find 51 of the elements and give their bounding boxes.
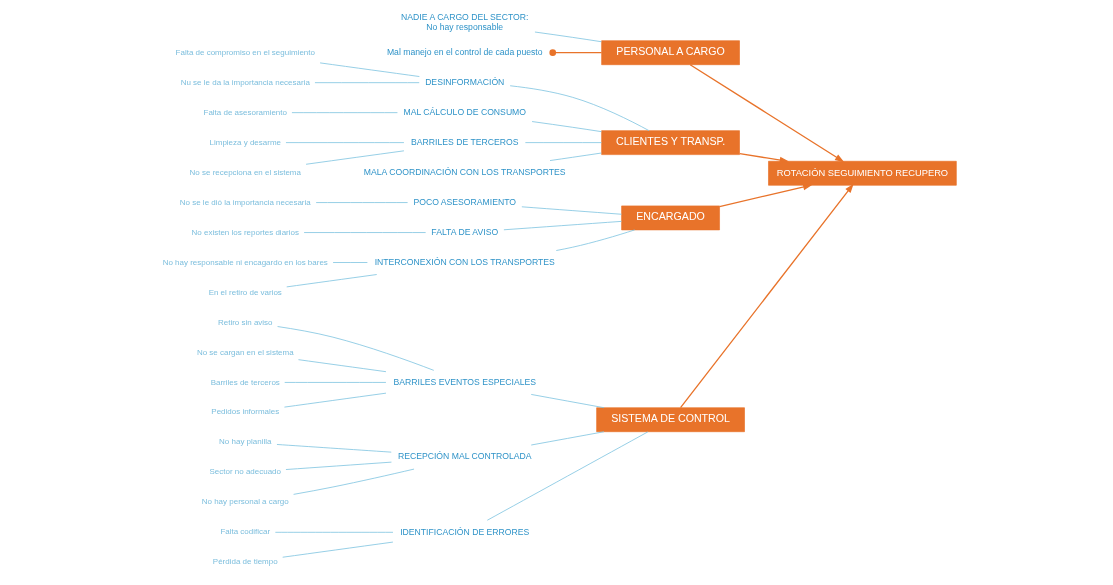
connector — [291, 112, 398, 114]
arrow — [738, 152, 789, 164]
node-text: BARRILES EVENTOS ESPECIALES — [393, 376, 536, 387]
node-text: MALA COORDINACIÓN CON LOS TRANSPORTES — [363, 166, 566, 177]
connector — [332, 262, 368, 263]
arrow — [679, 183, 854, 409]
connector — [276, 444, 392, 453]
connector — [520, 206, 622, 215]
connector — [319, 62, 420, 77]
node-box: ENCARGADO — [620, 205, 720, 231]
connector — [502, 220, 622, 231]
connector — [276, 326, 434, 371]
connector — [548, 49, 602, 57]
connector — [283, 392, 386, 408]
node-box: SISTEMA DE CONTROL — [595, 407, 745, 433]
connector — [283, 382, 386, 383]
connector — [281, 541, 393, 558]
node-text: RECEPCIÓN MAL CONTROLADA — [397, 451, 532, 462]
connector — [534, 31, 602, 43]
node-text: BARRILES DE TERCEROS — [410, 136, 518, 147]
connector — [555, 229, 635, 251]
connector — [486, 431, 648, 521]
connector — [509, 85, 649, 132]
connector — [315, 202, 408, 203]
connector — [549, 152, 602, 161]
node-text: Mal manejo en el control de cada puesto — [386, 46, 543, 57]
connector — [285, 142, 404, 143]
node-text: FALTA DE AVISO — [430, 226, 498, 237]
node-text: DESINFORMACIÓN — [424, 76, 504, 87]
connector — [292, 468, 414, 495]
connector — [297, 359, 386, 373]
connector — [524, 142, 602, 143]
node-text: NADIE A CARGO DEL SECTOR: No hay responsable — [400, 12, 528, 32]
node-text: POCO ASESORAMIENTO — [412, 196, 516, 207]
node-text: INTERCONEXIÓN CON LOS TRANSPORTES — [374, 256, 555, 267]
connector — [530, 431, 604, 446]
node-box: CLIENTES Y TRANSP. — [600, 130, 740, 155]
connector — [303, 232, 426, 233]
node-box: ROTACIÓN SEGUIMIENTO RECUPERO — [767, 160, 957, 186]
arrow — [689, 64, 844, 163]
node-text: MAL CÁLCULO DE CONSUMO — [402, 106, 526, 117]
connector — [530, 394, 604, 409]
connector — [305, 150, 404, 165]
node-box: PERSONAL A CARGO — [600, 40, 740, 66]
connector — [314, 82, 420, 84]
connector — [285, 461, 392, 470]
arrow — [718, 183, 812, 208]
connector — [531, 121, 602, 133]
connector — [285, 274, 377, 288]
connector — [274, 531, 393, 533]
node-text: IDENTIFICACIÓN DE ERRORES — [399, 526, 529, 537]
